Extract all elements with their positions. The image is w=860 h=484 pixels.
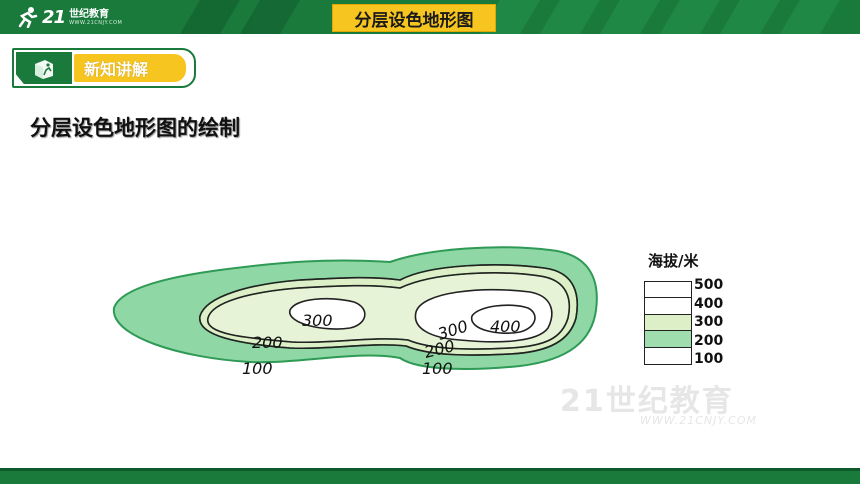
section-badge-label: 新知讲解 — [74, 54, 186, 82]
cube-runner-icon — [16, 52, 72, 84]
legend-swatch — [644, 297, 692, 315]
legend-levels: 500 400 300 200 100 — [694, 276, 723, 369]
page-title: 分层设色地形图 — [332, 4, 496, 32]
logo-mark: 21 — [42, 6, 66, 28]
legend-swatch — [644, 330, 692, 348]
brand-logo[interactable]: 21 世纪教育 WWW.21CNJY.COM — [16, 4, 122, 30]
legend-level: 300 — [694, 314, 724, 330]
section-badge: 新知讲解 — [12, 48, 196, 88]
top-bar-pattern — [180, 0, 840, 34]
logo-subtext: WWW.21CNJY.COM — [69, 19, 123, 26]
runner-icon — [18, 7, 38, 28]
legend-title: 海拔/米 — [648, 252, 699, 270]
contour-label: 300 — [302, 311, 333, 330]
legend-swatch — [644, 346, 692, 365]
contour-label: 100 — [422, 359, 453, 378]
contour-200 — [207, 272, 571, 350]
contour-300-left — [289, 297, 366, 330]
watermark-text: 21世纪教育 — [560, 384, 734, 419]
bottom-bar — [0, 468, 860, 484]
legend-level: 200 — [694, 332, 724, 349]
legend-level: 100 — [694, 351, 724, 367]
legend-level: 500 — [694, 277, 724, 293]
legend-swatch — [644, 313, 692, 332]
layered-tint-map: 300 400 300 200 200 100 100 — [112, 246, 598, 378]
legend-swatch — [644, 280, 692, 299]
contour-label: 400 — [490, 317, 521, 336]
contour-label: 100 — [242, 359, 273, 378]
section-heading: 分层设色地形图的绘制 — [30, 116, 240, 140]
legend-level: 400 — [694, 295, 724, 312]
logo-text-group: 世纪教育 WWW.21CNJY.COM — [69, 9, 122, 26]
contour-100 — [199, 264, 579, 356]
bottom-bar-stripe — [0, 468, 860, 471]
contour-label: 200 — [252, 333, 283, 352]
legend-swatches — [644, 280, 692, 365]
watermark-url: WWW.21CNJY.COM — [640, 414, 758, 427]
logo-text: 世纪教育 — [69, 8, 110, 20]
contour-400 — [471, 304, 536, 335]
